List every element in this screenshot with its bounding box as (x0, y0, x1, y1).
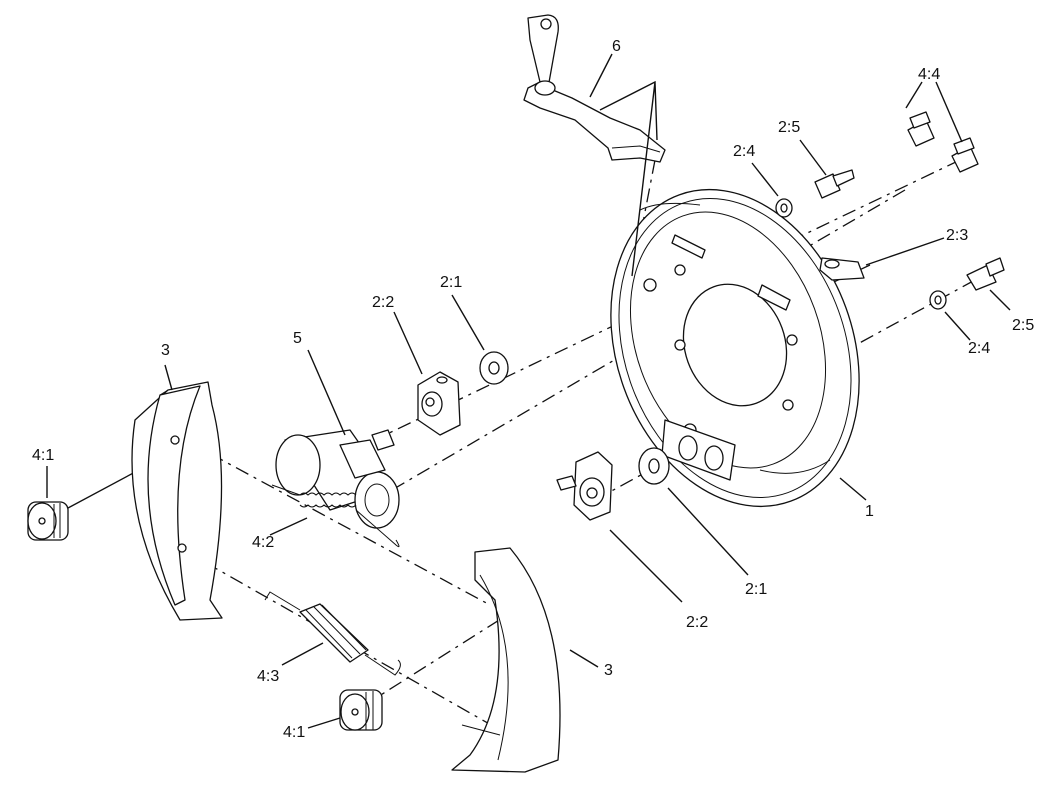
axis-hold-down-lower (364, 609, 516, 706)
label-hold-down-upper: 4:1 (32, 447, 54, 464)
bolt-4-4-lower (951, 137, 979, 173)
hold-down-spring-lower (339, 689, 383, 731)
label-lever: 6 (612, 38, 621, 55)
label-bolt-right-lower: 2:5 (1012, 317, 1034, 334)
brake-shoe-left (131, 381, 223, 621)
label-washer-right-upper: 2:4 (733, 143, 755, 160)
label-wheel-cylinder: 5 (293, 330, 302, 347)
washer-2-1-lower (638, 447, 670, 485)
label-washer-lower: 2:1 (745, 581, 767, 598)
label-lower-spring: 4:3 (257, 668, 279, 685)
label-hold-down-lower: 4:1 (283, 724, 305, 741)
part-labels: 6 4:4 2:5 2:4 2:3 2:5 2:4 2:1 2:2 5 3 4:… (32, 38, 1034, 741)
bolt-4-4-upper (907, 111, 935, 147)
label-backplate: 1 (865, 503, 874, 520)
label-eccentric-upper: 2:2 (372, 294, 394, 311)
label-washer-right-lower: 2:4 (968, 340, 990, 357)
leader-lines (46, 53, 1011, 729)
brake-shoe-right (451, 547, 561, 773)
back-plate (610, 188, 860, 508)
label-bolt-right-upper: 2:5 (778, 119, 800, 136)
axis-upper-bolts (384, 159, 961, 436)
washer-2-1-upper (479, 351, 509, 385)
label-bolts-top: 4:4 (918, 66, 940, 83)
label-eccentric-lower: 2:2 (686, 614, 708, 631)
washer-2-4-upper (775, 198, 793, 218)
hold-down-spring-upper (27, 501, 69, 541)
label-shoe-right: 3 (604, 662, 613, 679)
label-washer-upper: 2:1 (440, 274, 462, 291)
clip (819, 257, 865, 281)
label-upper-spring: 4:2 (252, 534, 274, 551)
eccentric-2-2-upper (417, 371, 461, 436)
parking-lever (523, 14, 666, 163)
eccentric-2-2-lower (556, 451, 613, 521)
upper-return-spring (271, 484, 400, 548)
washer-2-4-lower (929, 290, 947, 310)
lower-return-spring (264, 591, 401, 676)
label-shoe-left: 3 (161, 342, 170, 359)
bolt-2-5-upper (814, 169, 855, 199)
bolt-2-5-lower (966, 257, 1005, 291)
wheel-cylinder (275, 429, 400, 529)
label-clip: 2:3 (946, 227, 968, 244)
